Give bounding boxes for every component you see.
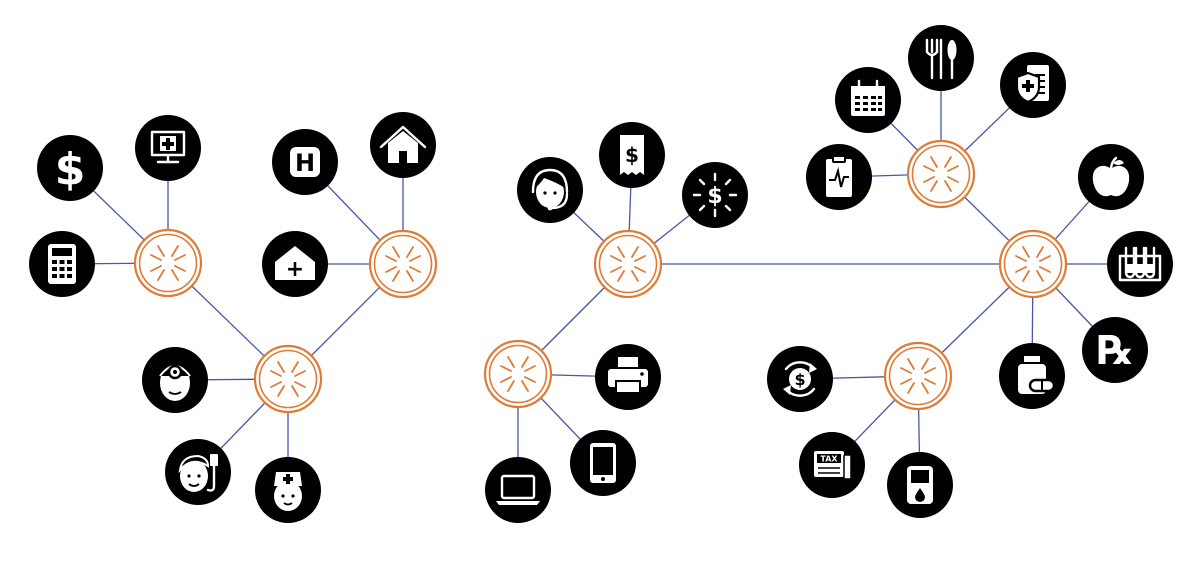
- doctor-icon: [142, 347, 208, 413]
- svg-text:$: $: [55, 144, 86, 195]
- customer-support-icon: [517, 157, 583, 223]
- home-health-icon: +: [262, 231, 328, 297]
- medicine-bottle-icon: [999, 343, 1065, 409]
- dollar-cycle-icon: $: [767, 346, 833, 412]
- cost-burst-icon: $: [682, 162, 748, 228]
- calculator-icon: [29, 231, 95, 297]
- hub-6: [906, 139, 976, 209]
- laptop-icon: [485, 457, 551, 523]
- patient-iv-icon: [165, 439, 231, 505]
- hub-4: [483, 339, 553, 409]
- hospital-sign-icon: H: [272, 129, 338, 195]
- hub-7: [998, 229, 1068, 299]
- nurse-icon: [255, 457, 321, 523]
- prescription-icon: ℞: [1082, 317, 1148, 383]
- tablet-icon: [570, 430, 636, 496]
- hub-2: [368, 229, 438, 299]
- insurance-document-icon: [1000, 52, 1066, 118]
- home-icon: [370, 112, 436, 178]
- svg-text:H: H: [295, 149, 315, 177]
- test-tubes-icon: [1107, 231, 1173, 297]
- invoice-icon: $: [599, 122, 665, 188]
- apple-icon: [1078, 144, 1144, 210]
- svg-text:+: +: [286, 257, 304, 282]
- glucose-meter-icon: [887, 452, 953, 518]
- tax-form-icon: TAX: [799, 432, 865, 498]
- svg-text:$: $: [707, 184, 722, 209]
- svg-text:℞: ℞: [1097, 328, 1133, 374]
- vitals-clipboard-icon: [806, 144, 872, 210]
- calendar-icon: [835, 67, 901, 133]
- svg-text:$: $: [794, 370, 805, 389]
- medical-monitor-icon: [135, 115, 201, 181]
- dollar-sign-icon: $: [37, 135, 103, 201]
- svg-text:$: $: [625, 143, 639, 167]
- hub-3: [253, 344, 323, 414]
- hub-8: [883, 341, 953, 411]
- dining-utensils-icon: [908, 25, 974, 91]
- printer-icon: [595, 344, 661, 410]
- hub-1: [133, 228, 203, 298]
- svg-text:TAX: TAX: [820, 455, 838, 464]
- hub-5: [593, 229, 663, 299]
